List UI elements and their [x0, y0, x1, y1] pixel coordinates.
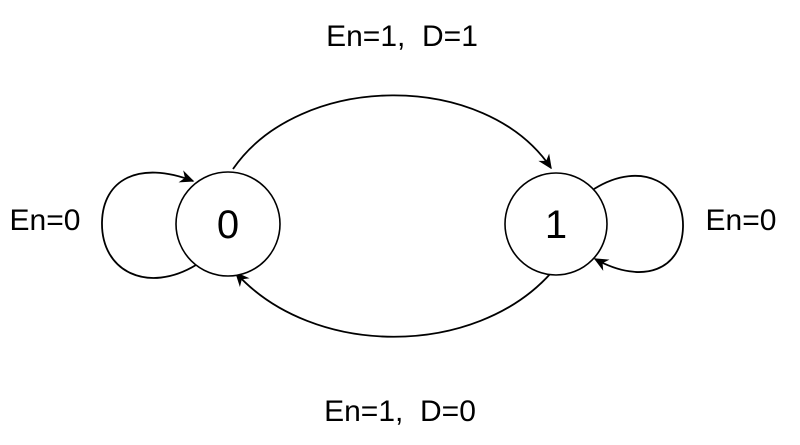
state-node-1: [504, 172, 608, 276]
loop-label-left: En=0: [10, 204, 81, 237]
transition-label-bottom: En=1, D=0: [324, 395, 476, 428]
self-loop-state-1: [593, 174, 684, 273]
transition-label-top: En=1, D=1: [326, 20, 478, 53]
state-node-0: [175, 171, 281, 277]
transition-arc-1-to-0: [235, 271, 552, 338]
state-0-label: 0: [217, 203, 239, 247]
loop-label-right: En=0: [706, 204, 777, 237]
transition-arc-0-to-1: [232, 94, 552, 170]
self-loop-state-0: [101, 170, 197, 279]
state-1-label: 1: [545, 203, 567, 247]
